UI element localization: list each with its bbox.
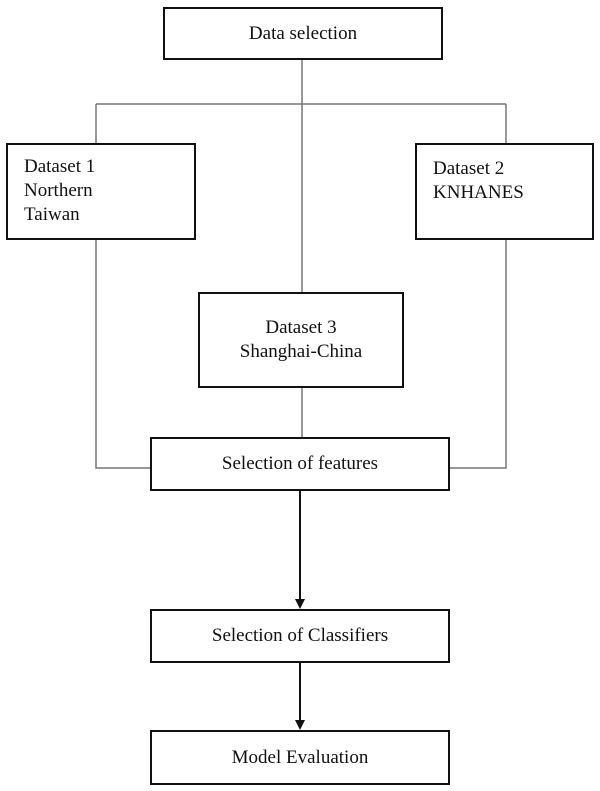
node-dataset-2: Dataset 2 KNHANES bbox=[415, 143, 594, 240]
node-dataset-1: Dataset 1 Northern Taiwan bbox=[6, 143, 196, 240]
node-selection-of-features: Selection of features bbox=[150, 437, 450, 491]
node-dataset-2-line-1: Dataset 2 bbox=[433, 158, 505, 179]
node-model-evaluation: Model Evaluation bbox=[150, 730, 450, 785]
node-dataset-2-line-2: KNHANES bbox=[433, 182, 524, 203]
node-model-evaluation-label: Model Evaluation bbox=[231, 746, 369, 768]
node-dataset-3-line-1: Dataset 3 bbox=[265, 317, 337, 338]
node-dataset-1-line-2: Northern bbox=[24, 180, 93, 201]
node-selection-of-classifiers: Selection of Classifiers bbox=[150, 609, 450, 663]
node-selection-of-features-label: Selection of features bbox=[221, 453, 379, 474]
node-dataset-1-line-1: Dataset 1 bbox=[24, 156, 96, 177]
node-dataset-3: Dataset 3 Shanghai-China bbox=[198, 292, 404, 388]
node-selection-of-classifiers-label: Selection of Classifiers bbox=[211, 625, 389, 646]
node-data-selection: Data selection bbox=[163, 7, 443, 60]
connector-dataset1-to-features bbox=[95, 240, 150, 469]
node-data-selection-label: Data selection bbox=[248, 22, 358, 44]
connector-dataset2-to-features bbox=[450, 240, 507, 469]
node-dataset-3-line-2: Shanghai-China bbox=[239, 341, 363, 362]
node-dataset-1-line-3: Taiwan bbox=[24, 204, 80, 225]
